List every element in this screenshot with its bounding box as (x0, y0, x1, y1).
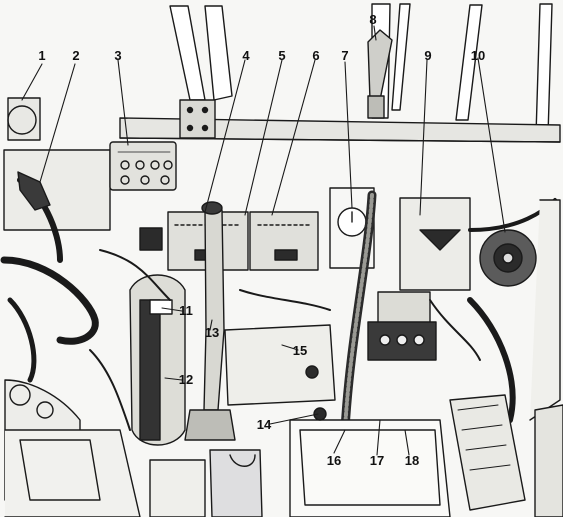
callout-11: 11 (179, 303, 193, 318)
callout-9: 9 (424, 48, 432, 63)
left-side-structure (0, 97, 141, 517)
control-stick (184, 201, 236, 441)
right-equipment (399, 197, 561, 423)
callout-16: 16 (326, 453, 342, 468)
callout-5: 5 (278, 48, 286, 63)
callout-18: 18 (404, 453, 420, 468)
callout-17: 17 (369, 453, 385, 468)
fuse-panels (139, 211, 319, 271)
callout-4: 4 (242, 48, 250, 63)
flexible-hose (340, 190, 377, 435)
callout-14: 14 (256, 417, 272, 432)
throttle-quadrant (129, 274, 186, 446)
callout-1: 1 (38, 48, 46, 63)
callout-2: 2 (72, 48, 80, 63)
window-frame (119, 3, 561, 143)
callout-15: 15 (292, 343, 308, 358)
callout-12: 12 (178, 372, 194, 387)
switch-panel (109, 141, 177, 191)
leader-lines (21, 25, 506, 456)
callout-7: 7 (341, 48, 349, 63)
callout-8: 8 (369, 12, 377, 27)
canopy-handle (367, 29, 393, 119)
regulator-box (367, 291, 437, 361)
callout-6: 6 (312, 48, 320, 63)
callout-3: 3 (114, 48, 122, 63)
cable-bundles (89, 249, 481, 431)
callout-13: 13 (204, 325, 220, 340)
floor-structure (149, 324, 563, 517)
callout-10: 10 (470, 48, 486, 63)
